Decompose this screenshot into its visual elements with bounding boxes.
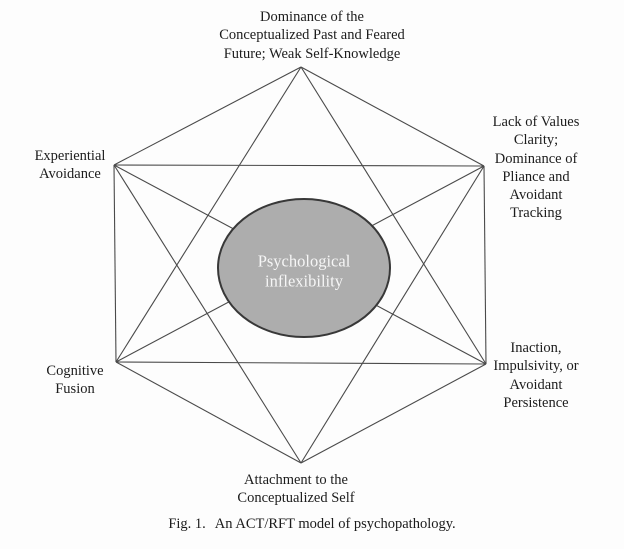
diagonal-lowerleft-top bbox=[115, 66, 302, 363]
center-node-label: Psychological inflexibility bbox=[257, 251, 351, 291]
node-label-upper-left: Experiential Avoidance bbox=[34, 148, 106, 183]
diagonal-top-lowerright bbox=[300, 66, 487, 365]
center-ellipse bbox=[217, 198, 391, 338]
diagonal-bottom-upperleft bbox=[113, 164, 302, 464]
edge-top-upperright bbox=[300, 66, 485, 167]
diagonal-upperleft-upperright bbox=[113, 164, 485, 167]
caption-label: Fig. 1. bbox=[168, 516, 206, 532]
node-label-upper-right: Lack of Values Clarity; Dominance of Pli… bbox=[492, 114, 580, 222]
figure-caption: Fig. 1. An ACT/RFT model of psychopatholo… bbox=[168, 516, 455, 533]
caption-text: An ACT/RFT model of psychopathology. bbox=[214, 516, 456, 532]
edge-lowerleft-upperleft bbox=[113, 164, 117, 363]
node-label-bottom: Attachment to the Conceptualized Self bbox=[237, 472, 355, 507]
node-label-lower-left: Cognitive Fusion bbox=[46, 363, 104, 398]
edge-lowerright-bottom bbox=[300, 363, 487, 464]
edge-upperleft-top bbox=[113, 66, 302, 166]
node-label-top: Dominance of the Conceptualized Past and… bbox=[219, 9, 405, 62]
edge-bottom-lowerleft bbox=[115, 361, 302, 464]
node-label-lower-right: Inaction, Impulsivity, or Avoidant Persi… bbox=[493, 340, 579, 411]
edge-upperright-lowerright bbox=[483, 165, 487, 365]
diagonal-lowerright-lowerleft bbox=[115, 361, 487, 365]
